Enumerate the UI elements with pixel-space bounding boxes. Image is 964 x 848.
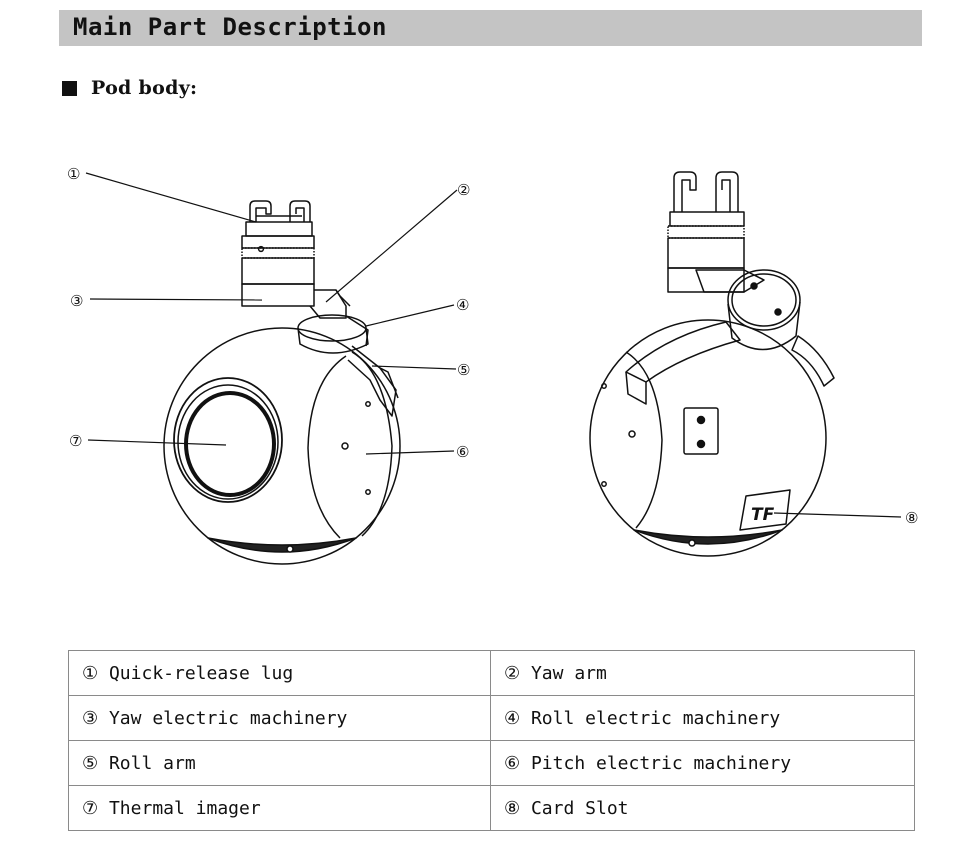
rear-pod-bottom-band [633, 529, 783, 547]
callout-8: ⑧ [905, 509, 918, 527]
square-bullet-icon [62, 80, 77, 96]
section-heading: Pod body: [62, 76, 197, 100]
part-cell: ① Quick-release lug [68, 650, 491, 696]
rear-roll-motor [695, 269, 801, 351]
yaw-arm [309, 289, 351, 319]
callout-5: ⑤ [457, 361, 470, 379]
roll-arm [347, 345, 399, 417]
callout-4: ④ [456, 296, 469, 314]
pod-front-view [163, 200, 401, 565]
parts-table: ① Quick-release lug ② Yaw arm ③ Yaw elec… [68, 650, 915, 831]
callout-2: ② [457, 181, 470, 199]
table-row: ① Quick-release lug ② Yaw arm [68, 650, 915, 696]
pod-bottom-band [207, 537, 357, 553]
rear-connector-plate [683, 407, 719, 455]
leader-lines [85, 172, 902, 518]
part-cell: ② Yaw arm [490, 650, 915, 696]
callout-6: ⑥ [456, 443, 469, 461]
rear-pod-sphere [589, 319, 827, 557]
callout-7: ⑦ [69, 432, 82, 450]
rear-quick-release-lug [667, 171, 745, 293]
pod-rear-view: TF [589, 171, 835, 557]
callout-numbers: ① ② ③ ④ ⑤ ⑥ ⑦ ⑧ [67, 165, 918, 527]
quick-release-lug [245, 200, 313, 237]
pod-sphere [163, 327, 401, 565]
card-slot: TF [739, 489, 791, 531]
roll-electric-machinery [297, 314, 369, 354]
pod-illustration: TF ① ② ③ ④ ⑤ ⑥ ⑦ ⑧ [67, 165, 918, 565]
table-row: ⑦ Thermal imager ⑧ Card Slot [68, 785, 915, 831]
title-bar: Main Part Description [59, 10, 922, 46]
pitch-side-cover [307, 351, 393, 539]
part-cell: ④ Roll electric machinery [490, 695, 915, 741]
table-row: ⑤ Roll arm ⑥ Pitch electric machinery [68, 740, 915, 786]
callout-3: ③ [70, 292, 83, 310]
part-cell: ⑥ Pitch electric machinery [490, 740, 915, 786]
yaw-electric-machinery [241, 235, 315, 307]
part-cell: ⑧ Card Slot [490, 785, 915, 831]
rear-side-cover [601, 351, 663, 529]
section-label: Pod body: [91, 77, 198, 99]
page-title: Main Part Description [73, 13, 387, 41]
callout-1: ① [67, 165, 80, 183]
thermal-imager-lens [173, 377, 283, 503]
rear-roll-arm [625, 321, 835, 405]
part-cell: ⑦ Thermal imager [68, 785, 491, 831]
table-row: ③ Yaw electric machinery ④ Roll electric… [68, 695, 915, 741]
part-cell: ③ Yaw electric machinery [68, 695, 491, 741]
card-slot-mark: TF [751, 505, 775, 525]
part-cell: ⑤ Roll arm [68, 740, 491, 786]
